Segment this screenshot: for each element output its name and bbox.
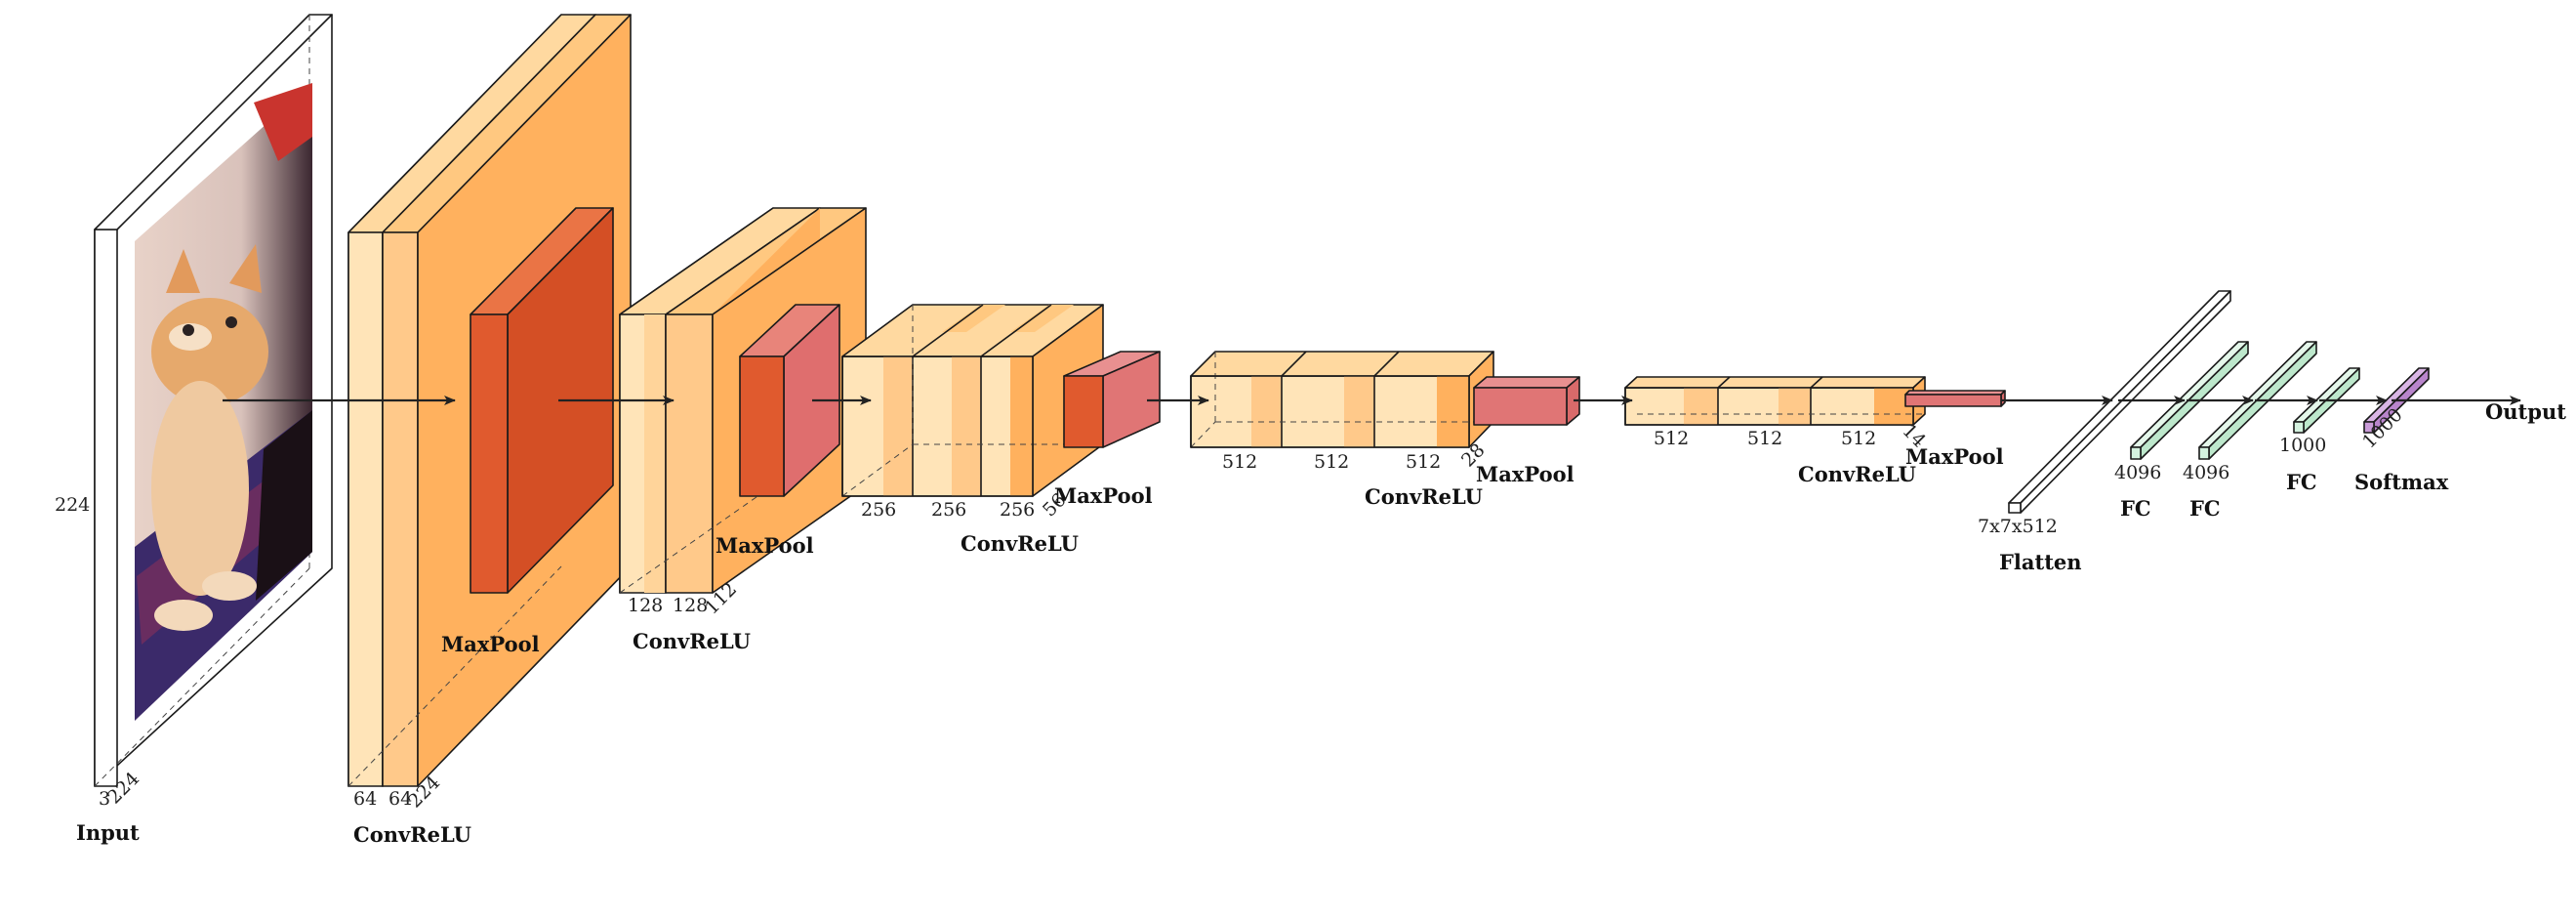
conv3-dim-c: 256 <box>1000 499 1035 521</box>
conv5-block <box>1624 376 1926 426</box>
conv5-label: ConvReLU <box>1798 462 1916 486</box>
fc2-label: FC <box>2189 496 2221 521</box>
conv4-dim-c: 512 <box>1406 451 1441 473</box>
conv5-dim-b: 512 <box>1747 428 1782 449</box>
conv4-label: ConvReLU <box>1365 484 1483 509</box>
pool1-label: MaxPool <box>441 632 540 656</box>
conv1-label: ConvReLU <box>353 822 471 847</box>
flatten-block <box>2008 290 2231 514</box>
flatten-label: Flatten <box>1999 550 2082 574</box>
conv4-dim-a: 512 <box>1222 451 1257 473</box>
conv3-label: ConvReLU <box>961 531 1079 556</box>
conv1-dim-a: 64 <box>353 788 377 810</box>
output-label: Output <box>2485 399 2566 424</box>
fc1-label: FC <box>2120 496 2151 521</box>
input-channels-dim: 3 <box>99 788 110 810</box>
conv2-dim-b: 128 <box>673 595 708 616</box>
pool5-block <box>1904 390 2006 407</box>
input-layer <box>94 14 333 787</box>
pool4-block <box>1473 376 1580 426</box>
fc2-dim: 4096 <box>2183 462 2229 483</box>
fc1-dim: 4096 <box>2114 462 2161 483</box>
fc3-label: FC <box>2286 470 2317 494</box>
fc3-dim: 1000 <box>2279 435 2326 456</box>
conv3-dim-b: 256 <box>931 499 966 521</box>
softmax-label: Softmax <box>2354 470 2449 494</box>
conv5-dim-a: 512 <box>1654 428 1689 449</box>
conv2-dim-a: 128 <box>628 595 663 616</box>
conv3-dim-a: 256 <box>861 499 896 521</box>
conv4-dim-b: 512 <box>1314 451 1349 473</box>
conv1-dim-b: 64 <box>388 788 412 810</box>
input-image-kitten <box>135 83 312 721</box>
conv5-dim-c: 512 <box>1841 428 1876 449</box>
conv2-label: ConvReLU <box>633 629 751 653</box>
pool3-block <box>1063 351 1161 448</box>
flatten-dim: 7x7x512 <box>1978 516 2058 537</box>
pool2-label: MaxPool <box>716 533 814 558</box>
pool3-label: MaxPool <box>1054 483 1153 508</box>
input-height-dim: 224 <box>55 494 90 516</box>
input-label: Input <box>76 820 140 845</box>
conv4-block <box>1190 351 1494 448</box>
pool2-block <box>739 304 840 497</box>
pool5-label: MaxPool <box>1905 444 2004 469</box>
pool4-label: MaxPool <box>1476 462 1574 486</box>
